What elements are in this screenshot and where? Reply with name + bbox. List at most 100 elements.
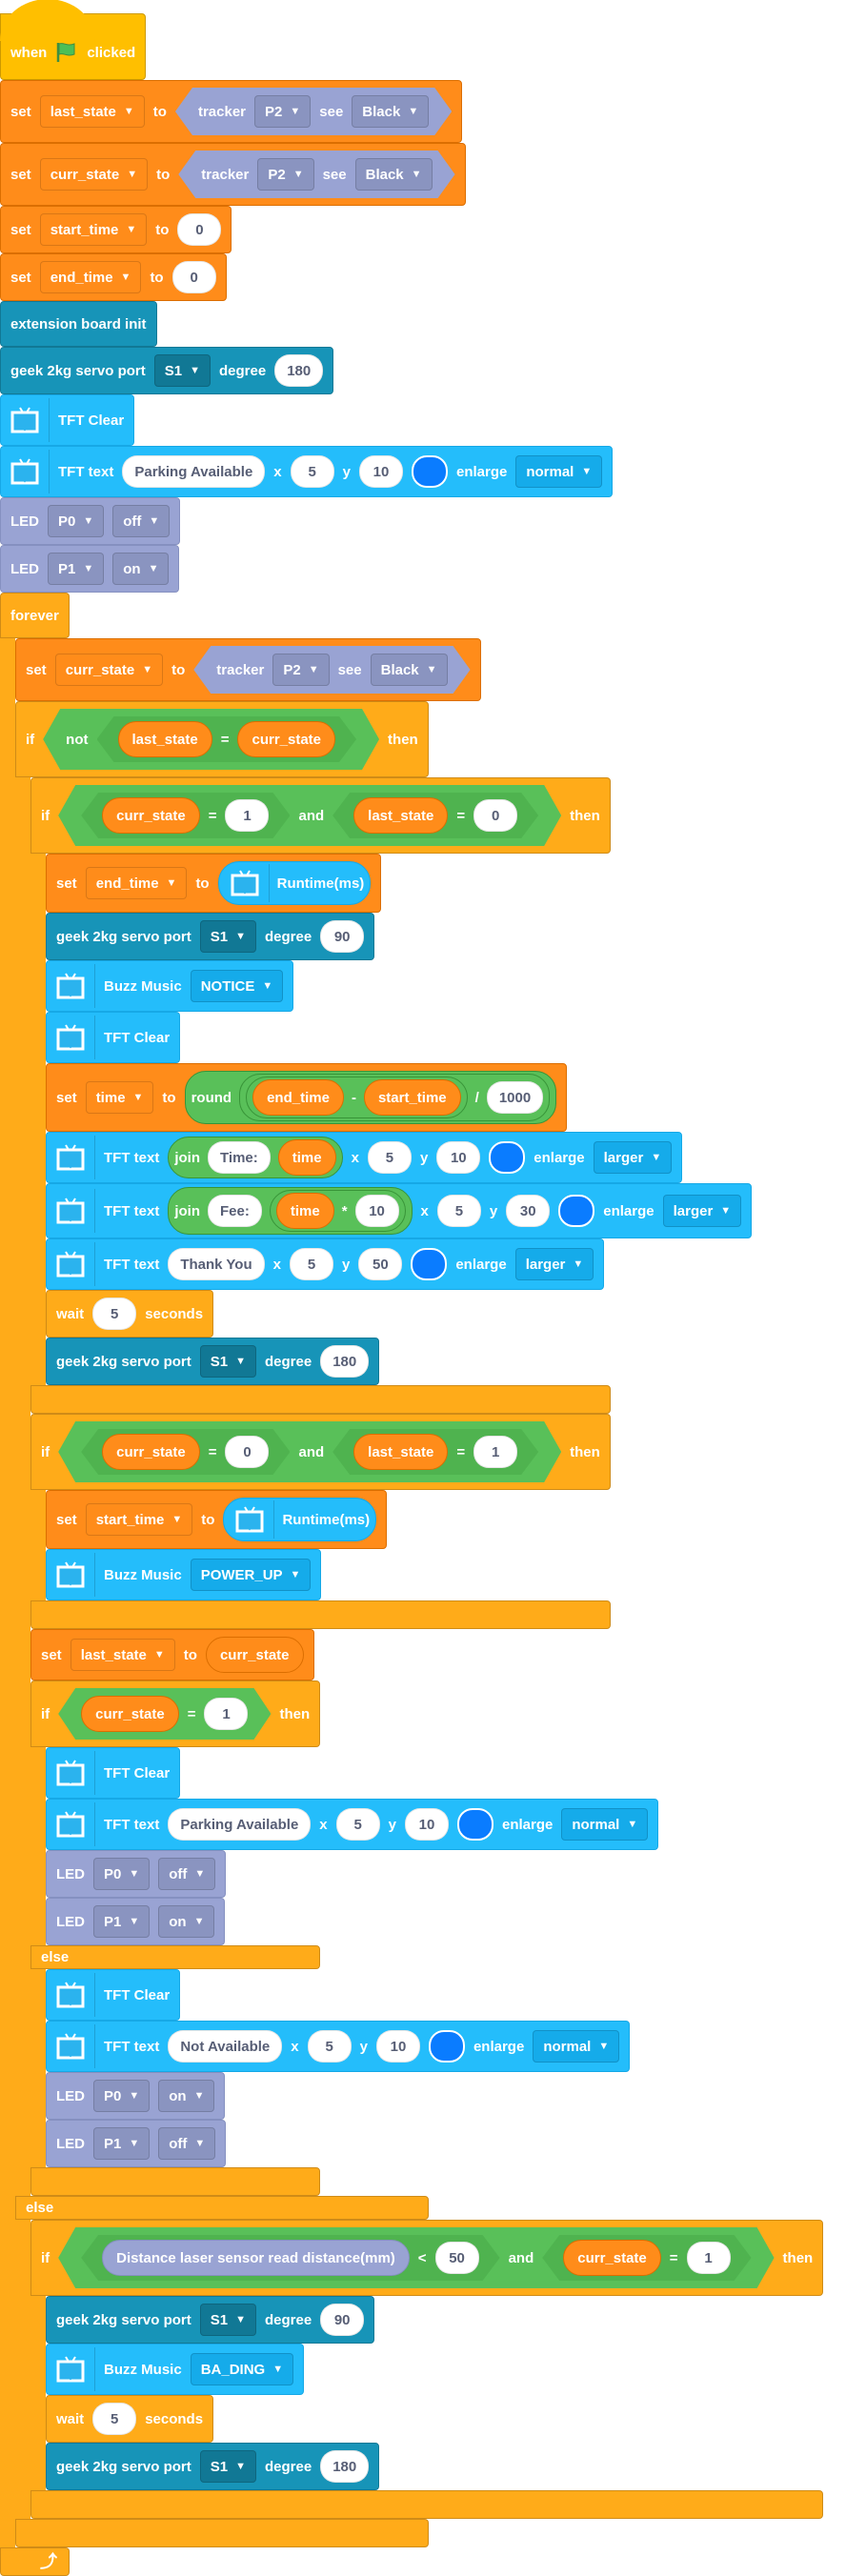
value-input[interactable]: 5 bbox=[307, 2030, 352, 2063]
value-input[interactable]: Fee: bbox=[208, 1195, 262, 1227]
p2-dropdown[interactable]: P2▼ bbox=[257, 158, 313, 191]
curr-state-reporter[interactable]: curr_state bbox=[81, 1696, 179, 1732]
notice-dropdown[interactable]: NOTICE▼ bbox=[190, 970, 284, 1002]
black-dropdown[interactable]: Black▼ bbox=[371, 654, 448, 686]
last-state-reporter[interactable]: last_state bbox=[353, 1434, 448, 1470]
start-time-dropdown[interactable]: start_time▼ bbox=[85, 1503, 193, 1536]
end-time-reporter[interactable]: end_time bbox=[252, 1079, 344, 1116]
value-input[interactable]: 50 bbox=[358, 1248, 403, 1280]
value-input[interactable]: 0 bbox=[473, 799, 517, 832]
value-input[interactable]: 0 bbox=[177, 213, 222, 246]
color-picker[interactable] bbox=[489, 1141, 526, 1174]
color-picker[interactable] bbox=[456, 1808, 494, 1841]
and-boolean[interactable]: Distance laser sensor read distance(mm)<… bbox=[58, 2227, 774, 2288]
value-input[interactable]: 10 bbox=[404, 1808, 449, 1841]
value-input[interactable]: 5 bbox=[335, 1808, 380, 1841]
item-boolean[interactable]: curr_state=0 bbox=[81, 1429, 290, 1475]
item-boolean[interactable]: curr_state=1 bbox=[81, 793, 290, 838]
value-input[interactable]: 10 bbox=[354, 1195, 399, 1227]
else-label-bar[interactable]: else bbox=[30, 1945, 320, 1969]
curr-state-reporter[interactable]: curr_state bbox=[237, 721, 335, 757]
normal-dropdown[interactable]: normal▼ bbox=[561, 1808, 649, 1841]
color-picker[interactable] bbox=[411, 455, 448, 488]
value-input[interactable]: 90 bbox=[320, 2304, 365, 2336]
p1-dropdown[interactable]: P1▼ bbox=[48, 553, 105, 585]
s1-dropdown[interactable]: S1▼ bbox=[199, 1345, 256, 1378]
block-tft-clear[interactable]: TFT Clear bbox=[46, 1969, 181, 2021]
block-extension-board-init[interactable]: extension board init bbox=[0, 301, 157, 347]
curr-state-reporter[interactable]: curr_state bbox=[102, 1434, 200, 1470]
start-time-reporter[interactable]: start_time bbox=[363, 1079, 461, 1116]
larger-dropdown[interactable]: larger▼ bbox=[514, 1248, 594, 1280]
color-picker[interactable] bbox=[411, 1248, 448, 1280]
value-input[interactable]: 10 bbox=[375, 2030, 420, 2063]
value-input[interactable]: Parking Available bbox=[122, 455, 266, 488]
value-input[interactable]: 1 bbox=[473, 1436, 517, 1468]
item-reporter[interactable]: end_time-start_time/1000 bbox=[239, 1074, 551, 1121]
value-input[interactable]: 5 bbox=[367, 1141, 412, 1174]
value-input[interactable]: Not Available bbox=[168, 2030, 283, 2063]
normal-dropdown[interactable]: normal▼ bbox=[515, 455, 603, 488]
value-input[interactable]: Thank You bbox=[168, 1248, 265, 1280]
value-input[interactable]: 10 bbox=[436, 1141, 481, 1174]
block-tft-clear[interactable]: TFT Clear bbox=[46, 1747, 181, 1799]
value-input[interactable]: 10 bbox=[358, 455, 403, 488]
color-picker[interactable] bbox=[558, 1195, 595, 1227]
p0-dropdown[interactable]: P0▼ bbox=[93, 2080, 151, 2112]
larger-dropdown[interactable]: larger▼ bbox=[662, 1195, 742, 1227]
value-input[interactable]: 5 bbox=[290, 455, 334, 488]
curr-state-reporter[interactable]: curr_state bbox=[102, 797, 200, 834]
end-time-dropdown[interactable]: end_time▼ bbox=[39, 261, 142, 293]
time-dropdown[interactable]: time▼ bbox=[85, 1081, 154, 1114]
value-input[interactable]: 0 bbox=[225, 1436, 269, 1468]
curr-state-dropdown[interactable]: curr_state▼ bbox=[54, 654, 164, 686]
larger-dropdown[interactable]: larger▼ bbox=[593, 1141, 673, 1174]
block-forever[interactable]: forever bbox=[0, 593, 70, 638]
value-input[interactable]: 0 bbox=[171, 261, 216, 293]
value-input[interactable]: 1 bbox=[687, 2242, 731, 2274]
p1-dropdown[interactable]: P1▼ bbox=[93, 2127, 151, 2160]
value-input[interactable]: 5 bbox=[92, 1298, 137, 1330]
value-input[interactable]: Time: bbox=[208, 1141, 271, 1174]
off-dropdown[interactable]: off▼ bbox=[112, 505, 171, 537]
value-input[interactable]: 1 bbox=[204, 1698, 248, 1730]
p0-dropdown[interactable]: P0▼ bbox=[93, 1858, 151, 1890]
item-boolean[interactable]: curr_state=1 bbox=[58, 1688, 271, 1740]
p2-dropdown[interactable]: P2▼ bbox=[254, 95, 311, 128]
last-state-reporter[interactable]: last_state bbox=[353, 797, 448, 834]
last-state-dropdown[interactable]: last_state▼ bbox=[39, 95, 145, 128]
value-input[interactable]: 5 bbox=[436, 1195, 481, 1227]
value-input[interactable]: 180 bbox=[320, 1345, 370, 1378]
distance-laser-sensor-read-distance-mm-reporter[interactable]: Distance laser sensor read distance(mm) bbox=[102, 2240, 410, 2276]
